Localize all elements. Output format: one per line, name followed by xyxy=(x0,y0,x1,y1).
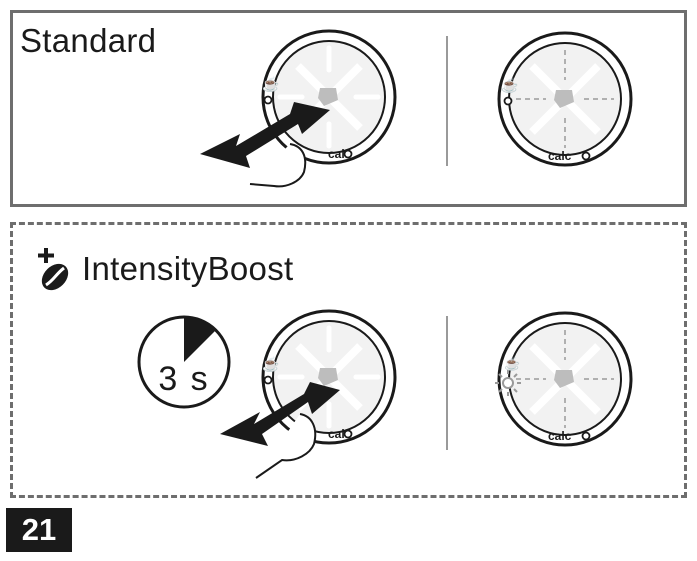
finger-icon xyxy=(249,143,307,188)
calc-label: calc xyxy=(548,149,572,163)
timer-icon xyxy=(137,315,231,409)
coffee-bean-plus-icon: ☕ xyxy=(504,355,520,371)
hold-duration-label: 3 s xyxy=(158,360,210,398)
dial-boost-result: calc ☕ xyxy=(495,311,633,447)
intensity-boost-panel xyxy=(10,222,687,498)
standard-title: Standard xyxy=(20,22,157,59)
intensity-boost-title: IntensityBoost xyxy=(82,250,294,287)
boost-divider xyxy=(446,316,448,450)
intensity-led-lit-icon xyxy=(495,370,521,396)
calc-label: calc xyxy=(548,429,572,443)
standard-panel xyxy=(10,10,687,207)
coffee-bean-plus-icon xyxy=(38,248,69,291)
coffee-bean-plus-icon: ☕ xyxy=(262,75,279,93)
press-arrow-icon xyxy=(200,102,330,188)
standard-divider xyxy=(446,36,448,166)
step-number: 21 xyxy=(6,508,72,552)
finger-icon xyxy=(255,413,317,479)
coffee-bean-plus-icon: ☕ xyxy=(501,76,518,94)
dial-standard-result: calc ☕ xyxy=(497,31,633,167)
coffee-bean-plus-icon: ☕ xyxy=(262,355,279,373)
press-arrow-icon xyxy=(220,382,340,479)
